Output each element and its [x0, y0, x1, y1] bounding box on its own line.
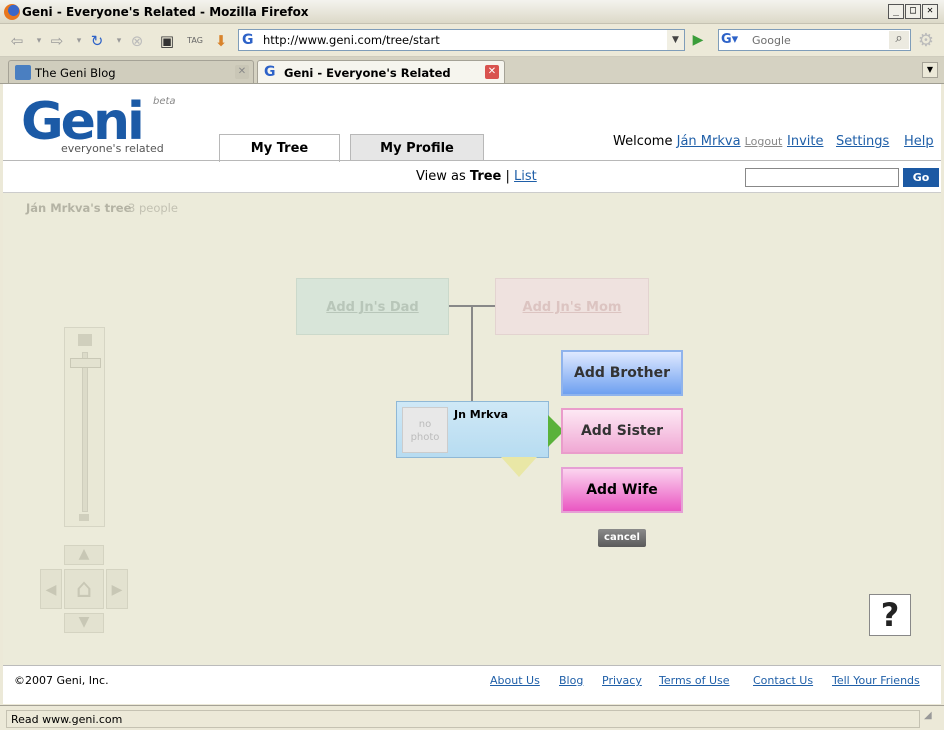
- add-mom-box[interactable]: Add Jn's Mom: [495, 278, 649, 335]
- person-card[interactable]: no photo Jn Mrkva: [396, 401, 549, 458]
- maximize-button[interactable]: □: [905, 4, 921, 19]
- view-as-label: View as: [416, 169, 466, 184]
- back-dropdown-icon[interactable]: ▾: [36, 36, 42, 46]
- settings-link[interactable]: Settings: [836, 134, 890, 149]
- view-tree-current: Tree: [469, 169, 502, 184]
- child-connector-line: [471, 306, 473, 402]
- person-name[interactable]: Jn Mrkva: [454, 408, 509, 421]
- url-bar[interactable]: G http://www.geni.com/tree/start: [238, 29, 668, 51]
- zoom-handle[interactable]: [70, 358, 101, 368]
- welcome-label: Welcome: [613, 134, 673, 149]
- status-text: Read www.geni.com: [6, 710, 920, 728]
- tab-list-dropdown[interactable]: ▼: [922, 62, 938, 78]
- tab-label: Geni - Everyone's Related: [284, 66, 451, 80]
- zoom-out-icon[interactable]: [79, 514, 89, 521]
- minimize-button[interactable]: _: [888, 4, 904, 19]
- add-sibling-arrow-icon[interactable]: [548, 415, 564, 447]
- web-page: Geni beta everyone's related My Tree My …: [3, 84, 941, 704]
- add-sister-button[interactable]: Add Sister: [561, 408, 683, 454]
- tree-title: Ján Mrkva's tree: [26, 201, 132, 215]
- home-icon[interactable]: ⌂: [64, 569, 104, 609]
- tab-my-tree[interactable]: My Tree: [219, 134, 340, 162]
- tagline: everyone's related: [61, 142, 164, 155]
- url-text[interactable]: http://www.geni.com/tree/start: [263, 33, 440, 47]
- tab-geni-blog[interactable]: The Geni Blog ✕: [8, 60, 254, 83]
- geni-logo[interactable]: Geni: [21, 92, 145, 152]
- footer-link-tell-friends[interactable]: Tell Your Friends: [832, 674, 920, 687]
- resize-grip-icon[interactable]: ◢: [924, 710, 932, 721]
- window-titlebar: Geni - Everyone's Related - Mozilla Fire…: [0, 0, 944, 24]
- navigation-toolbar: ⇦ ▾ ⇨ ▾ ↻ ▾ ⊗ ▣ TAG ⬇ G http://www.geni.…: [0, 25, 944, 57]
- url-history-dropdown[interactable]: ▼: [667, 29, 685, 51]
- firefox-icon: [4, 4, 20, 20]
- beta-label: beta: [153, 96, 176, 107]
- view-as-bar: View as Tree | List: [416, 169, 537, 184]
- zoom-slider[interactable]: [64, 327, 105, 527]
- search-icon[interactable]: ⌕: [889, 31, 909, 49]
- logout-link[interactable]: Logout: [744, 135, 783, 148]
- help-question-icon[interactable]: ?: [869, 594, 911, 636]
- geni-favicon-icon: G: [264, 64, 276, 80]
- zoom-in-icon[interactable]: [78, 334, 92, 346]
- pan-up-icon[interactable]: ▲: [64, 545, 104, 565]
- tab-close-icon[interactable]: ✕: [235, 65, 249, 79]
- add-child-arrow-icon[interactable]: [501, 457, 537, 477]
- pan-left-icon[interactable]: ◀: [40, 569, 62, 609]
- toolbar-divider: [3, 192, 941, 193]
- zoom-rail[interactable]: [82, 352, 88, 512]
- help-link[interactable]: Help: [904, 134, 934, 149]
- stop-icon[interactable]: ⊗: [130, 32, 144, 50]
- close-window-button[interactable]: ✕: [922, 4, 938, 19]
- pan-down-icon[interactable]: ▼: [64, 613, 104, 633]
- reload-dropdown-icon[interactable]: ▾: [116, 36, 122, 46]
- pan-right-icon[interactable]: ▶: [106, 569, 128, 609]
- bookmark-icon[interactable]: ▣: [159, 32, 175, 50]
- footer-link-contact[interactable]: Contact Us: [753, 674, 814, 687]
- tag-icon[interactable]: TAG: [187, 36, 203, 45]
- welcome-text: Welcome Ján Mrkva Logout: [613, 134, 782, 149]
- cancel-button[interactable]: cancel: [598, 529, 646, 547]
- add-brother-button[interactable]: Add Brother: [561, 350, 683, 396]
- search-placeholder[interactable]: Google: [752, 34, 791, 47]
- tab-close-icon[interactable]: ✕: [485, 65, 499, 79]
- go-arrow-icon[interactable]: ▶: [692, 32, 704, 48]
- no-photo-placeholder[interactable]: no photo: [402, 407, 448, 453]
- window-title: Geni - Everyone's Related - Mozilla Fire…: [22, 5, 309, 19]
- back-icon[interactable]: ⇦: [10, 32, 24, 50]
- download-icon[interactable]: ⬇: [214, 32, 228, 50]
- forward-dropdown-icon[interactable]: ▾: [76, 36, 82, 46]
- footer-link-about[interactable]: About Us: [490, 674, 540, 687]
- tab-my-profile[interactable]: My Profile: [350, 134, 484, 161]
- tree-search-input[interactable]: [745, 168, 899, 187]
- footer-link-privacy[interactable]: Privacy: [602, 674, 642, 687]
- user-name-link[interactable]: Ján Mrkva: [676, 134, 741, 149]
- tab-bar: The Geni Blog ✕ G Geni - Everyone's Rela…: [0, 57, 944, 84]
- search-engine-icon[interactable]: G▾: [721, 32, 739, 47]
- tree-canvas[interactable]: Ján Mrkva's tree 3 people Add Jn's Dad A…: [3, 193, 941, 665]
- header-divider: [3, 160, 941, 161]
- view-separator: |: [505, 169, 510, 184]
- site-favicon-icon: G: [242, 32, 254, 48]
- forward-icon[interactable]: ⇨: [50, 32, 64, 50]
- reload-icon[interactable]: ↻: [90, 32, 104, 50]
- tree-people-count: 3 people: [128, 201, 178, 215]
- footer-link-blog[interactable]: Blog: [559, 674, 584, 687]
- gear-icon[interactable]: ⚙: [917, 30, 935, 51]
- tab-geni-everyones-related[interactable]: G Geni - Everyone's Related ✕: [257, 60, 505, 83]
- invite-link[interactable]: Invite: [787, 134, 824, 149]
- footer-link-terms[interactable]: Terms of Use: [659, 674, 730, 687]
- blog-favicon-icon: [15, 65, 31, 80]
- tab-label: The Geni Blog: [35, 66, 116, 80]
- add-wife-button[interactable]: Add Wife: [561, 467, 683, 513]
- page-footer: ©2007 Geni, Inc. About Us Blog Privacy T…: [3, 665, 941, 704]
- view-list-link[interactable]: List: [514, 169, 537, 184]
- go-button[interactable]: Go: [903, 168, 939, 187]
- copyright: ©2007 Geni, Inc.: [14, 674, 109, 687]
- status-bar: Read www.geni.com: [0, 705, 944, 730]
- add-dad-box[interactable]: Add Jn's Dad: [296, 278, 449, 335]
- search-bar[interactable]: G▾ Google ⌕: [718, 29, 911, 51]
